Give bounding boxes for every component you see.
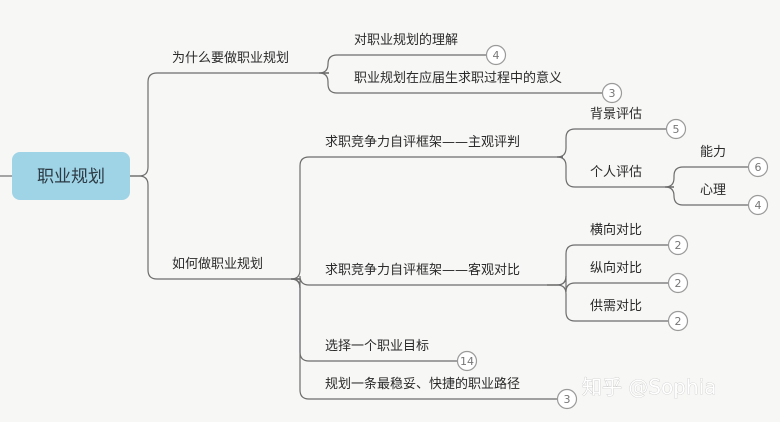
edge-how xyxy=(130,175,300,280)
node-label: 规划一条最稳妥、快捷的职业路径 xyxy=(325,376,520,392)
node-why_2[interactable]: 职业规划在应届生求职过程中的意义 3 xyxy=(354,70,623,104)
node-ability[interactable]: 能力 6 xyxy=(700,145,769,178)
root-node-box xyxy=(12,152,130,200)
mindmap-nodes: 为什么要做职业规划 对职业规划的理解 4 职业规划在应届生求职过程中的意义 3 如何做职业… xyxy=(172,32,769,410)
badge-circle xyxy=(747,194,769,216)
badge-count: 5 xyxy=(673,123,680,136)
node-mind[interactable]: 心理 4 xyxy=(700,183,769,216)
badge-circle xyxy=(667,310,689,332)
badge-count: 4 xyxy=(755,199,762,212)
badge-count: 2 xyxy=(675,315,682,328)
node-why_1[interactable]: 对职业规划的理解 4 xyxy=(354,32,507,66)
collapsed-count-badge[interactable]: 4 xyxy=(485,44,507,66)
badge-circle xyxy=(667,272,689,294)
collapsed-count-badge[interactable]: 4 xyxy=(747,194,769,216)
edge-why xyxy=(130,72,329,177)
node-vert[interactable]: 纵向对比 2 xyxy=(590,260,689,294)
badge-count: 14 xyxy=(460,355,474,368)
badge-count: 4 xyxy=(493,49,500,62)
node-supply[interactable]: 供需对比 2 xyxy=(590,299,689,332)
collapsed-count-badge[interactable]: 5 xyxy=(665,118,687,140)
node-subj[interactable]: 求职竞争力自评框架——主观评判 xyxy=(325,134,520,150)
edge-why_2 xyxy=(318,72,610,94)
badge-circle xyxy=(747,156,769,178)
badge-count: 2 xyxy=(675,277,682,290)
collapsed-count-badge[interactable]: 3 xyxy=(556,388,578,410)
edge-path xyxy=(290,278,565,400)
badge-count: 6 xyxy=(755,161,762,174)
badge-circle xyxy=(456,350,478,372)
node-label: 供需对比 xyxy=(590,299,642,314)
node-label: 个人评估 xyxy=(590,165,642,180)
node-label: 如何做职业规划 xyxy=(172,256,263,272)
collapsed-count-badge[interactable]: 6 xyxy=(747,156,769,178)
edge-personal xyxy=(556,156,674,188)
node-label: 为什么要做职业规划 xyxy=(172,51,289,66)
node-goal[interactable]: 选择一个职业目标 14 xyxy=(325,339,478,372)
node-horiz[interactable]: 横向对比 2 xyxy=(590,222,689,256)
node-label: 求职竞争力自评框架——客观对比 xyxy=(325,262,520,278)
badge-circle xyxy=(556,388,578,410)
badge-count: 2 xyxy=(675,239,682,252)
badge-circle xyxy=(667,234,689,256)
node-label: 纵向对比 xyxy=(590,260,642,276)
badge-circle xyxy=(485,44,507,66)
edge-vert xyxy=(547,275,676,293)
node-how[interactable]: 如何做职业规划 xyxy=(172,256,263,272)
watermark: 知乎 @Sophia xyxy=(582,375,716,399)
node-label: 选择一个职业目标 xyxy=(325,339,429,354)
node-label: 心理 xyxy=(700,183,726,198)
node-label: 背景评估 xyxy=(590,107,642,122)
edge-mind xyxy=(664,186,756,206)
collapsed-count-badge[interactable]: 2 xyxy=(667,310,689,332)
edge-bg xyxy=(556,128,674,158)
edge-supply xyxy=(547,284,676,322)
node-bg[interactable]: 背景评估 5 xyxy=(590,107,687,140)
node-label: 横向对比 xyxy=(590,222,642,238)
node-label: 对职业规划的理解 xyxy=(354,32,458,48)
node-label: 能力 xyxy=(700,145,726,160)
collapsed-count-badge[interactable]: 2 xyxy=(667,272,689,294)
edge-subj xyxy=(290,156,563,280)
node-why[interactable]: 为什么要做职业规划 xyxy=(172,51,289,66)
collapsed-count-badge[interactable]: 14 xyxy=(456,350,478,372)
badge-count: 3 xyxy=(564,393,571,406)
root-node[interactable]: 职业规划 xyxy=(12,152,130,200)
root-node-label: 职业规划 xyxy=(37,167,105,187)
badge-circle xyxy=(601,82,623,104)
badge-count: 3 xyxy=(609,87,616,100)
collapsed-count-badge[interactable]: 2 xyxy=(667,234,689,256)
node-label: 求职竞争力自评框架——主观评判 xyxy=(325,134,520,150)
collapsed-count-badge[interactable]: 3 xyxy=(601,82,623,104)
node-path[interactable]: 规划一条最稳妥、快捷的职业路径 3 xyxy=(325,376,578,410)
node-personal[interactable]: 个人评估 xyxy=(590,165,642,180)
badge-circle xyxy=(665,118,687,140)
mindmap-edges xyxy=(0,54,756,400)
node-obj[interactable]: 求职竞争力自评框架——客观对比 xyxy=(325,262,520,278)
node-label: 职业规划在应届生求职过程中的意义 xyxy=(354,70,562,86)
